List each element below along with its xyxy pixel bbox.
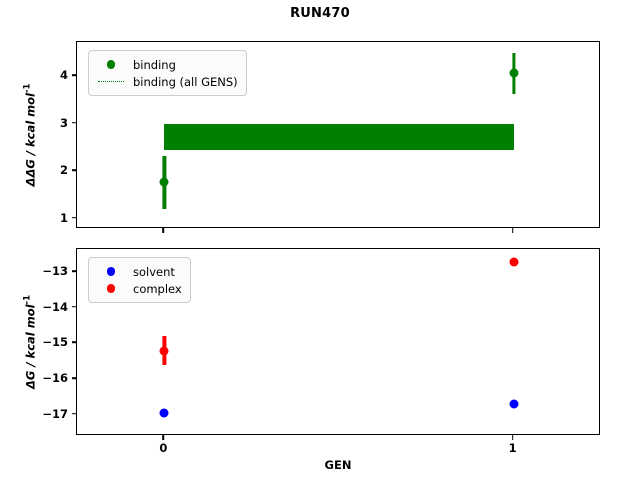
data-point-complex xyxy=(159,346,169,355)
y-tick-label: −15 xyxy=(42,335,68,350)
y-tick-label: 4 xyxy=(59,68,68,83)
legend-item-complex: complex xyxy=(96,280,182,297)
x-tick-mark xyxy=(162,228,165,233)
data-point-solvent xyxy=(159,408,169,418)
plot-area-binding xyxy=(77,42,599,227)
data-point-complex xyxy=(509,257,519,267)
legend-marker-dot-icon xyxy=(96,60,126,69)
legend-item-solvent: solvent xyxy=(96,263,182,280)
x-tick-label: 0 xyxy=(159,441,168,455)
binding-all-gens-band xyxy=(164,123,514,150)
y-tick-label: −13 xyxy=(42,264,68,279)
y-axis-title-binding: ΔΔG / kcal mol-1 xyxy=(22,83,38,186)
legend-label-complex: complex xyxy=(133,281,182,296)
legend-item-binding: binding xyxy=(96,56,238,73)
y-tick-label: 1 xyxy=(59,210,68,225)
x-tick-mark xyxy=(162,435,165,440)
y-tick-label: −16 xyxy=(42,371,68,385)
legend-label-binding: binding xyxy=(133,57,176,72)
legend-legs: solvent complex xyxy=(88,257,191,303)
legend-marker-dot-icon xyxy=(96,267,126,276)
y-tick-label: −14 xyxy=(42,299,68,314)
legend-marker-dot-icon xyxy=(96,284,126,293)
figure-title: RUN470 xyxy=(290,6,350,21)
data-point-binding xyxy=(509,68,519,78)
legend-label-binding-all-gens: binding (all GENS) xyxy=(133,74,238,89)
x-tick-mark xyxy=(511,228,514,233)
data-point-binding xyxy=(159,177,169,187)
y-tick-label: −17 xyxy=(42,406,68,421)
legend-binding: binding binding (all GENS) xyxy=(88,50,247,96)
data-point-solvent xyxy=(509,399,519,409)
x-tick-label: 1 xyxy=(508,441,517,455)
x-tick-mark xyxy=(511,435,514,440)
y-tick-label: 2 xyxy=(59,163,68,178)
legend-label-solvent: solvent xyxy=(133,264,175,279)
y-axis-title-legs: ΔG / kcal mol-1 xyxy=(22,294,38,389)
legend-item-binding-all-gens: binding (all GENS) xyxy=(96,73,238,90)
x-axis-title: GEN xyxy=(324,458,352,472)
plot-area-legs xyxy=(77,249,599,434)
legend-dotted-line-icon xyxy=(96,81,126,82)
y-tick-label: 3 xyxy=(59,115,68,130)
